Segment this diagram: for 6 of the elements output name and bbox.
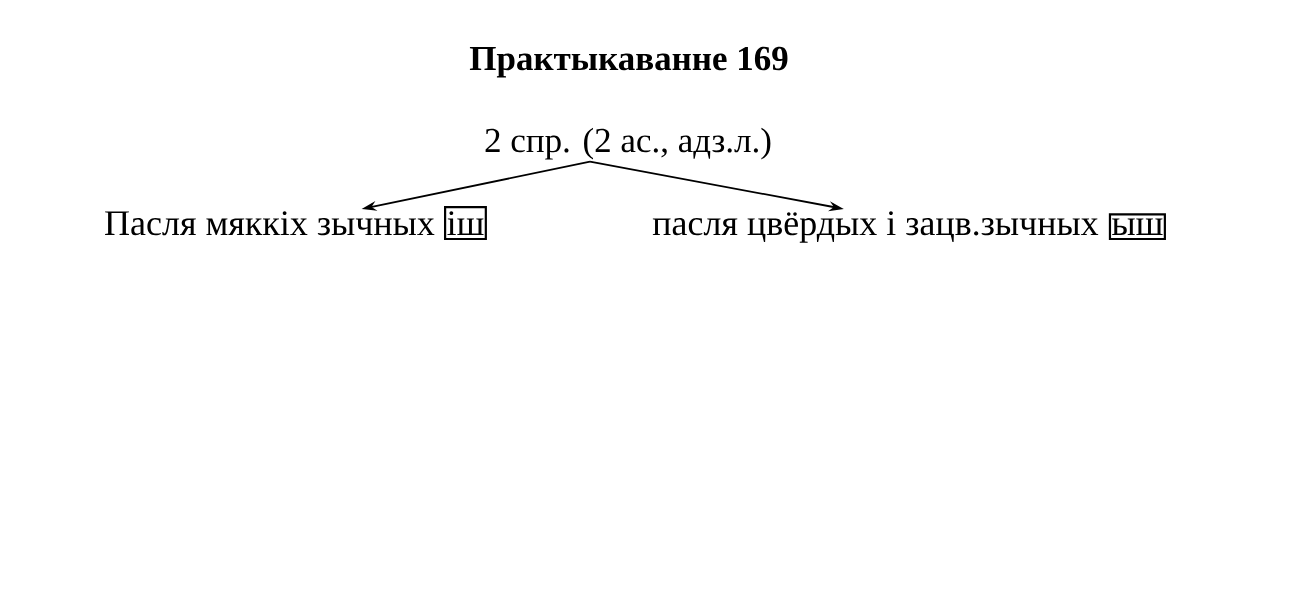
ending-box: ыш bbox=[1108, 213, 1166, 241]
branch-label: Пасля мяккіх зычных bbox=[105, 211, 435, 236]
title: Практыкаванне 169 bbox=[469, 46, 788, 78]
root-label: 2 спр. (2 ас., адз.л.) bbox=[485, 127, 771, 160]
branch-label: пасля цвёрдых і зацв.зычных bbox=[652, 211, 1099, 243]
ending-box: іш bbox=[444, 206, 487, 241]
